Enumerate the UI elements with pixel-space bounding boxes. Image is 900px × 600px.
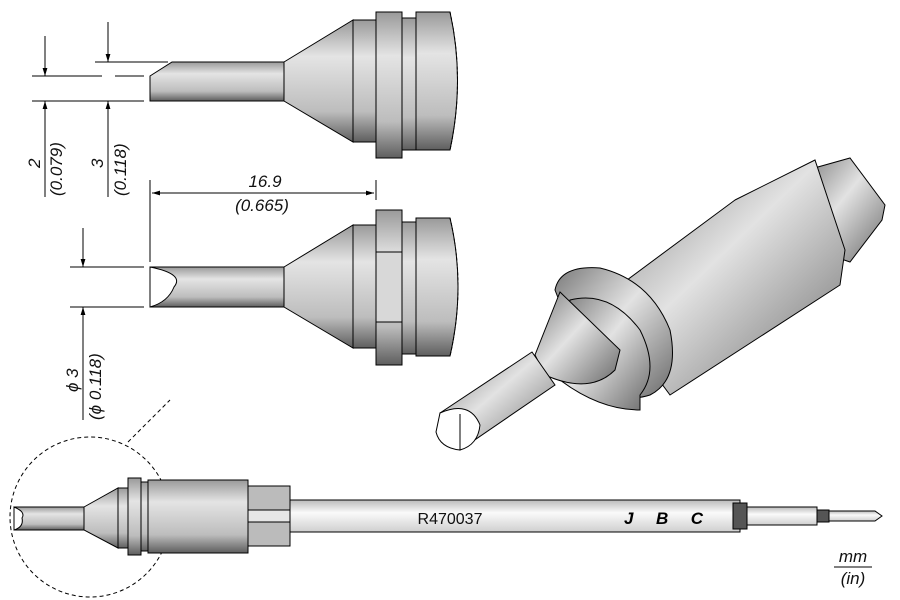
unit-mm: mm bbox=[839, 547, 867, 566]
tip-diameter-in: (ϕ 0.118) bbox=[86, 353, 105, 420]
tip-diameter-mm: ϕ 3 bbox=[63, 368, 82, 392]
tip-length-mm: 16.9 bbox=[248, 172, 282, 191]
bevel-height-in: (0.079) bbox=[47, 142, 66, 196]
tip-height-in: (0.118) bbox=[111, 143, 130, 196]
dimension-bevel-height: 2 (0.079) 3 (0.118) bbox=[25, 22, 168, 197]
tip-length-in: (0.665) bbox=[235, 196, 289, 215]
tip-height-mm: 3 bbox=[88, 158, 107, 168]
tip-side-view bbox=[149, 11, 458, 159]
dimension-tip-length: 16.9 (0.665) bbox=[149, 172, 377, 262]
bevel-height-mm: 2 bbox=[25, 158, 44, 169]
jbc-logo: JBC bbox=[624, 509, 706, 528]
part-number: R470037 bbox=[418, 511, 483, 528]
tip-top-view bbox=[149, 209, 459, 366]
tip-full-view: R470037 JBC bbox=[13, 477, 883, 556]
units-legend: mm (in) bbox=[834, 547, 872, 588]
dimension-tip-diameter: ϕ 3 (ϕ 0.118) bbox=[63, 228, 144, 420]
tip-3d-view bbox=[435, 157, 886, 451]
unit-in: (in) bbox=[841, 569, 866, 588]
